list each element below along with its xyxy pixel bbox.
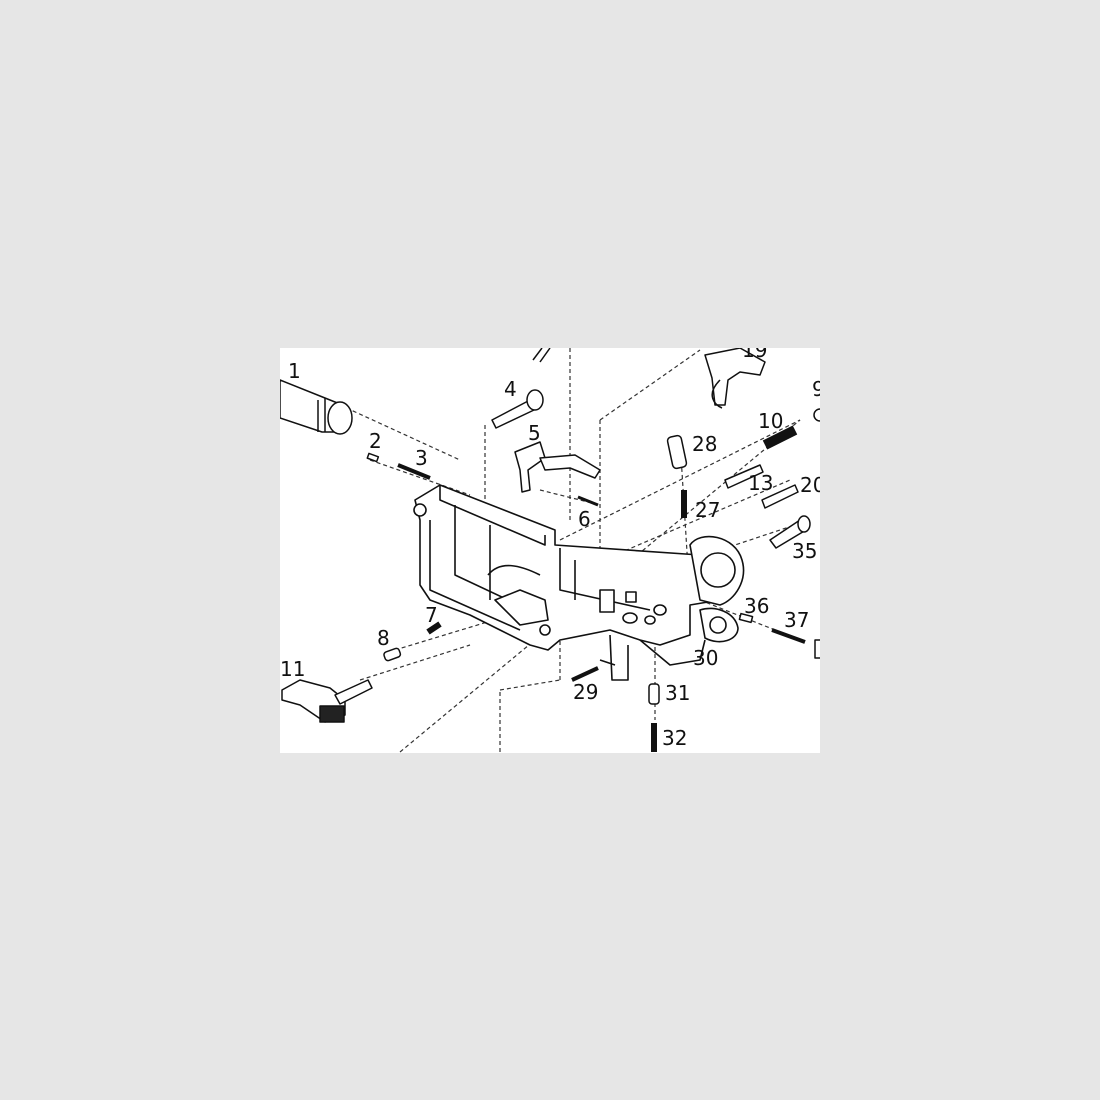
guide-line — [599, 349, 701, 421]
guide-line — [339, 404, 461, 461]
label-part-36: 36 — [744, 594, 769, 618]
label-part-20: 20 — [800, 473, 820, 497]
label-part-19: 19 — [742, 348, 767, 362]
lower-receiver-exploded-view: 1 2 3 4 5 6 7 8 10 11 13 19 20 27 28 29 … — [280, 348, 820, 753]
label-part-2: 2 — [369, 429, 382, 453]
part-29-pin — [571, 666, 599, 682]
label-part-30: 30 — [693, 646, 718, 670]
label-part-5: 5 — [528, 421, 541, 445]
label-part-27: 27 — [695, 498, 720, 522]
guide-line — [369, 459, 471, 496]
part-36-detent — [738, 612, 754, 624]
label-part-11: 11 — [280, 657, 305, 681]
label-part-10: 10 — [758, 409, 783, 433]
guide-line — [699, 599, 801, 641]
part-1-takedown-pin — [280, 379, 353, 435]
part-labels: 1 2 3 4 5 6 7 8 10 11 13 19 20 27 28 29 … — [280, 348, 820, 750]
part-top-edge — [532, 348, 551, 363]
label-part-31: 31 — [665, 681, 690, 705]
part-31-detent — [648, 683, 660, 705]
label-part-13: 13 — [748, 471, 773, 495]
part-2-detent — [366, 452, 380, 463]
label-part-6: 6 — [578, 507, 591, 531]
part-11-mag-catch — [281, 679, 373, 723]
guide-line — [499, 679, 561, 691]
label-part-7: 7 — [425, 603, 438, 627]
part-4-pin — [491, 389, 544, 429]
small-parts — [280, 348, 820, 752]
part-6-roll-pin — [577, 495, 599, 507]
label-part-35: 35 — [792, 539, 817, 563]
label-part-37: 37 — [784, 608, 809, 632]
label-part-1: 1 — [288, 359, 301, 383]
lower-receiver-body — [413, 484, 745, 681]
part-10-spring — [762, 425, 798, 450]
label-part-29: 29 — [573, 680, 598, 704]
part-35-pin — [769, 515, 811, 549]
label-part-28: 28 — [692, 432, 717, 456]
guide-line — [359, 644, 471, 681]
part-8-button — [383, 647, 402, 662]
part-right-edge — [814, 639, 820, 659]
part-5-bolt-catch — [514, 441, 601, 493]
label-part-4: 4 — [504, 377, 517, 401]
label-part-9: 9 — [812, 377, 820, 401]
part-28-plunger — [666, 434, 688, 470]
part-7-spring — [426, 621, 442, 635]
part-20-pin — [761, 484, 799, 509]
label-part-3: 3 — [415, 446, 428, 470]
guide-line — [559, 419, 801, 541]
part-19-trigger — [704, 348, 766, 409]
exploded-diagram-panel: 1 2 3 4 5 6 7 8 10 11 13 19 20 27 28 29 … — [280, 348, 820, 753]
part-9-edge — [813, 408, 820, 422]
label-part-8: 8 — [377, 626, 390, 650]
part-37-spring — [771, 628, 806, 644]
label-part-32: 32 — [662, 726, 687, 750]
part-13-pin — [724, 464, 764, 489]
part-3-spring — [397, 463, 431, 480]
